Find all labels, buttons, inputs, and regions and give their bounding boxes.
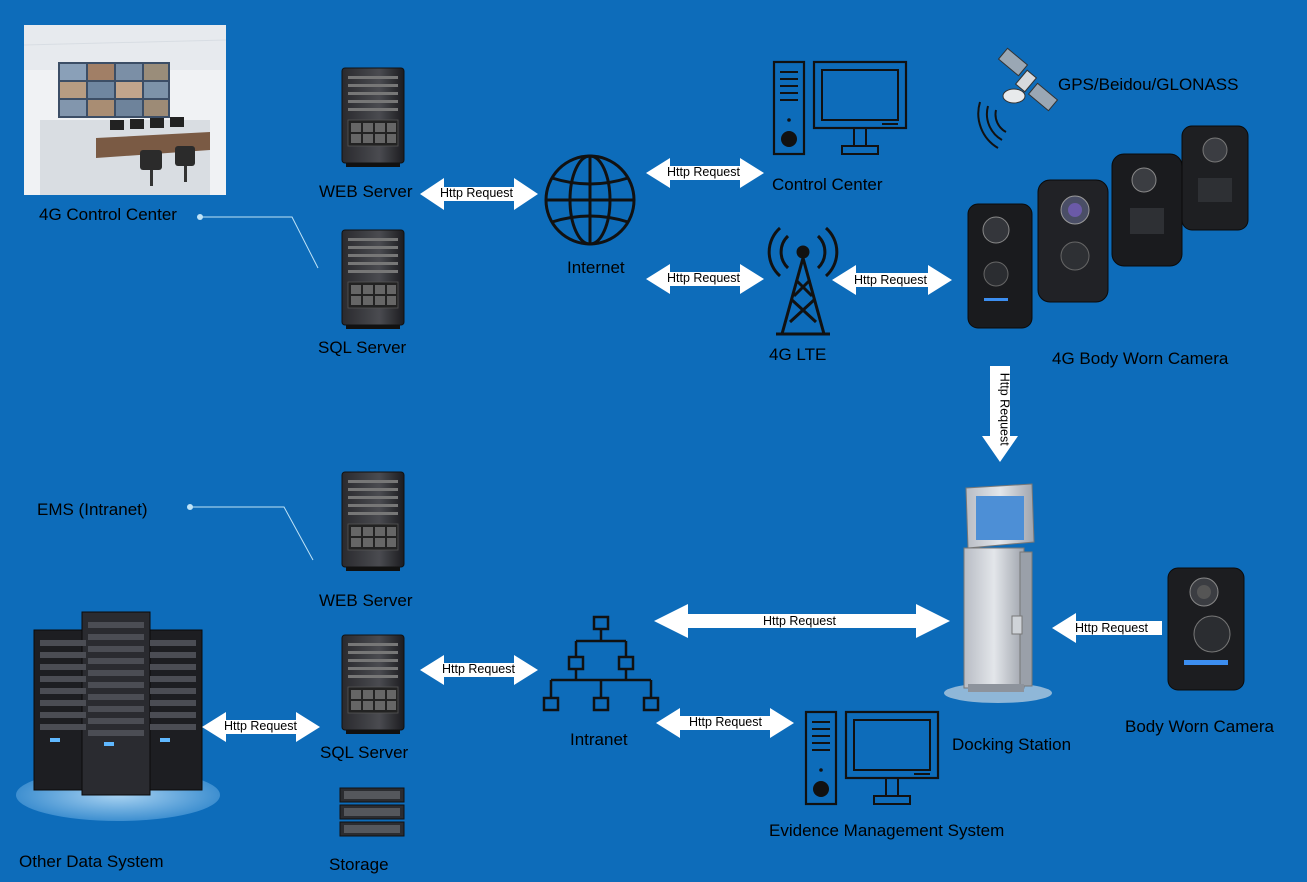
arrow-bodycam-docking	[1052, 613, 1162, 643]
body-camera-icon	[1167, 567, 1245, 691]
storage-icon	[339, 787, 405, 837]
label-4g-lte: 4G LTE	[769, 345, 827, 364]
label-ems-intranet: EMS (Intranet)	[37, 500, 148, 519]
arrow-internet-control	[646, 158, 764, 188]
arrow-camera-docking	[982, 366, 1018, 462]
web-server-bottom-icon	[341, 471, 405, 572]
label-sql-server-top: SQL Server	[318, 338, 407, 357]
label-storage: Storage	[329, 855, 389, 874]
arrow-intranet-evidence	[656, 708, 794, 738]
control-center-computer-icon	[772, 60, 908, 156]
arrow-label-internet-control: Http Request	[667, 165, 740, 179]
label-sql-server-bottom: SQL Server	[320, 743, 409, 762]
control-room-photo	[23, 25, 227, 195]
arrow-sql-intranet	[420, 655, 538, 685]
label-docking-station: Docking Station	[952, 735, 1072, 754]
arrow-label-bodycam-docking: Http Request	[1075, 621, 1148, 635]
arrow-label-camera-docking: Http Request	[997, 372, 1012, 446]
arrow-intranet-docking	[654, 604, 950, 638]
label-evidence-management: Evidence Management System	[769, 821, 1005, 840]
arrow-label-internet-lte: Http Request	[667, 271, 740, 285]
arrow-label-other-sql: Http Request	[224, 719, 297, 733]
label-internet: Internet	[567, 258, 625, 277]
arrow-other-sql	[202, 712, 320, 742]
arrow-label-sql-intranet: Http Request	[442, 662, 515, 676]
arrow-label-lte-camera: Http Request	[854, 273, 927, 287]
cell-tower-icon	[767, 226, 839, 336]
connector-lines	[187, 214, 319, 561]
label-web-server-top: WEB Server	[319, 182, 413, 201]
label-body-camera: Body Worn Camera	[1125, 717, 1274, 736]
web-server-top-icon	[341, 67, 405, 168]
data-center-rack-icon	[16, 611, 220, 821]
body-camera-4g-group	[967, 125, 1249, 329]
network-tree-icon	[542, 615, 660, 712]
label-4g-control-center: 4G Control Center	[39, 205, 177, 224]
label-other-data-system: Other Data System	[19, 852, 164, 871]
arrow-internet-lte	[646, 264, 764, 294]
arrow-lte-camera	[832, 265, 952, 295]
arrow-web-internet	[420, 178, 538, 210]
label-web-server-bottom: WEB Server	[319, 591, 413, 610]
label-intranet: Intranet	[570, 730, 628, 749]
docking-station-kiosk-icon	[944, 483, 1052, 703]
satellite-icon	[977, 47, 1059, 149]
sql-server-bottom-icon	[341, 634, 405, 735]
arrow-label-web-internet: Http Request	[440, 186, 513, 200]
label-control-center: Control Center	[772, 175, 883, 194]
label-4g-body-camera: 4G Body Worn Camera	[1052, 349, 1229, 368]
label-gps: GPS/Beidou/GLONASS	[1058, 75, 1239, 94]
evidence-computer-icon	[804, 710, 940, 806]
arrow-label-intranet-evidence: Http Request	[689, 715, 762, 729]
globe-icon	[544, 154, 636, 246]
sql-server-top-icon	[341, 229, 405, 330]
arrow-label-intranet-docking: Http Request	[763, 614, 836, 628]
